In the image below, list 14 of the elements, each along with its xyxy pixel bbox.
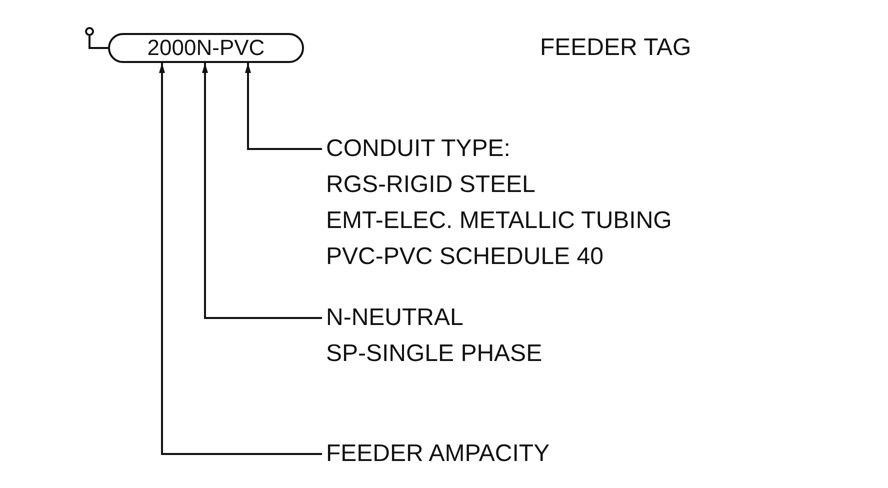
note-text: SP-SINGLE PHASE — [326, 339, 542, 369]
title-label: FEEDER TAG — [540, 33, 692, 63]
note-text: PVC-PVC SCHEDULE 40 — [326, 242, 604, 272]
note-text: RGS-RIGID STEEL — [326, 170, 536, 200]
note-text: FEEDER AMPACITY — [326, 439, 550, 469]
note-text: CONDUIT TYPE: — [326, 134, 512, 164]
terminal-circle — [85, 27, 94, 36]
note-text: N-NEUTRAL — [326, 303, 464, 333]
feeder-tag: 2000N-PVC — [108, 33, 304, 63]
leader-line — [202, 63, 322, 319]
leader-line — [159, 63, 322, 455]
note-text: EMT-ELEC. METALLIC TUBING — [326, 206, 672, 236]
leader-line — [88, 36, 108, 49]
leader-line — [245, 63, 322, 150]
